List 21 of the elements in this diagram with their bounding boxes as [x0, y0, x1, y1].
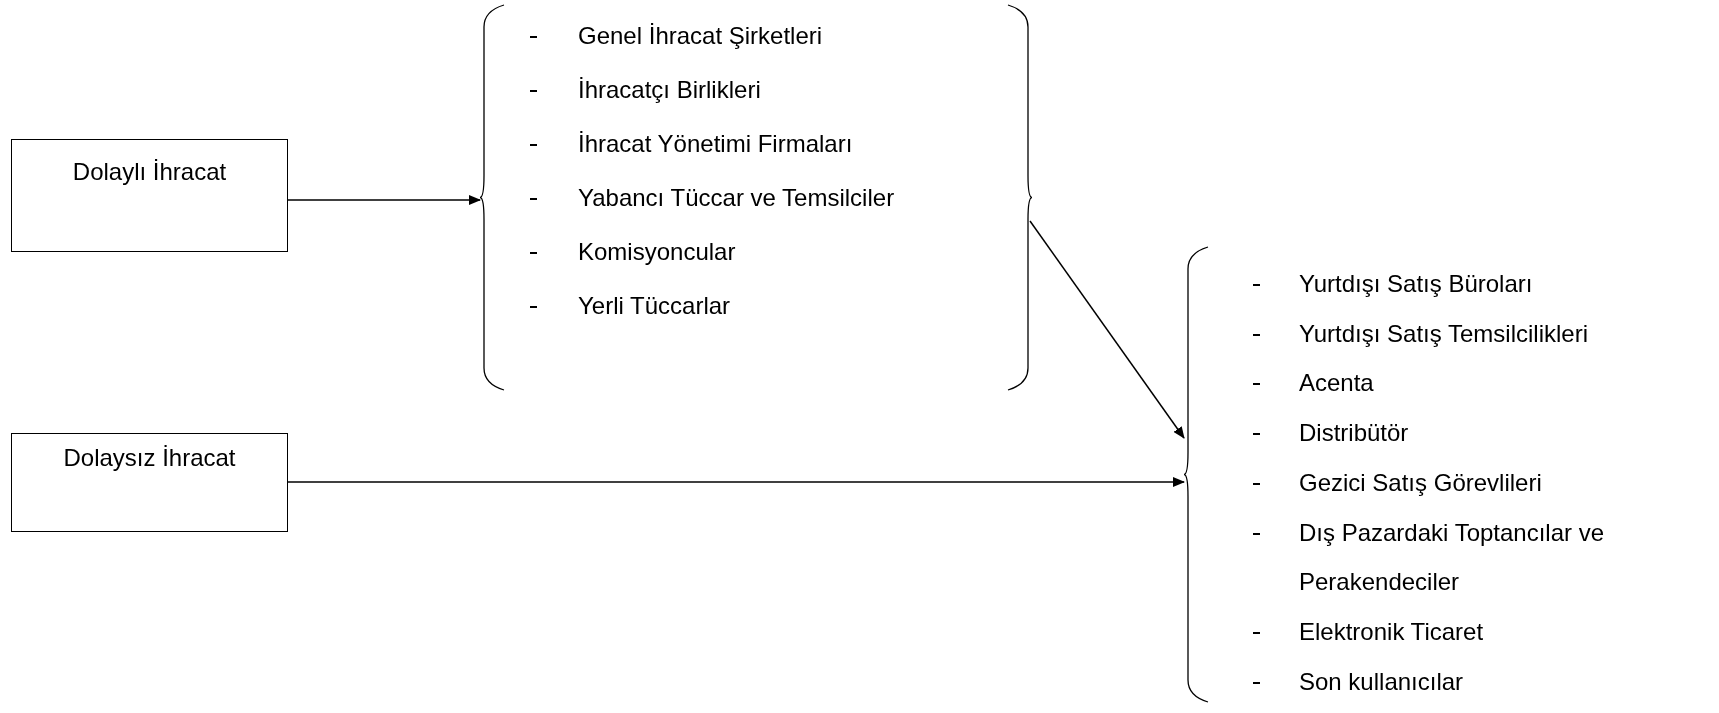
list-item-text: Dış Pazardaki Toptancılar ve Perakendeciler: [1299, 517, 1606, 598]
arrow: [1029, 220, 1185, 439]
arrow: [287, 195, 481, 205]
list-item-text: Acenta: [1299, 368, 1374, 399]
list-item-text: Yurtdışı Satış Büroları: [1299, 269, 1533, 299]
list-item-text: Yerli Tüccarlar: [578, 291, 731, 321]
list-item-text: Son kullanıcılar: [1299, 666, 1464, 697]
list-item-text: Distribütör: [1299, 418, 1409, 449]
process-box: [11, 139, 288, 252]
list-item-text: İhracat Yönetimi Firmaları: [578, 129, 853, 159]
list-item-text: Komisyoncular: [578, 237, 736, 267]
arrow: [287, 477, 1185, 487]
box-label: Dolaysız İhracat: [63, 444, 236, 472]
box-label: Dolaylı İhracat: [72, 158, 227, 186]
process-box: [11, 433, 288, 532]
list-item-text: Genel İhracat Şirketleri: [578, 21, 823, 51]
list-item-text: Elektronik Ticaret: [1299, 616, 1484, 647]
list-item-text: Yabancı Tüccar ve Temsilciler: [578, 183, 895, 213]
list-item-text: İhracatçı Birlikleri: [578, 75, 761, 105]
list-item-text: Yurtdışı Satış Temsilcilikleri: [1299, 318, 1588, 349]
list-item-text: Gezici Satış Görevlileri: [1299, 467, 1542, 498]
